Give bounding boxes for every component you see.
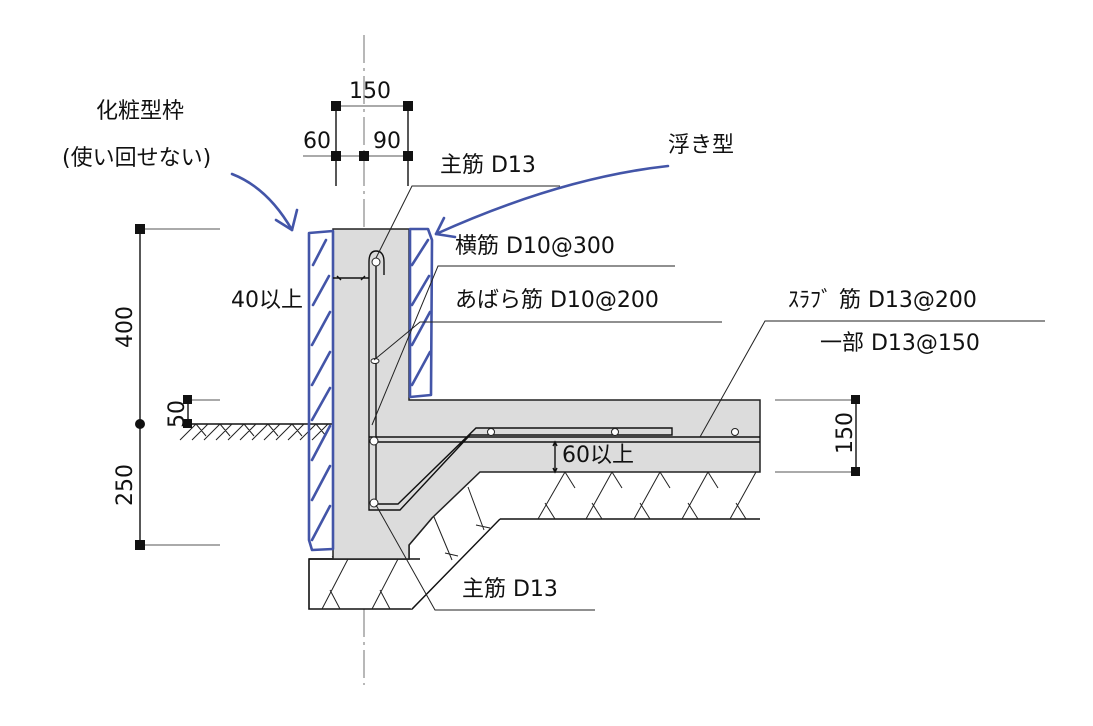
dim-slab-thickness: 150 xyxy=(833,412,858,454)
main-bar-top-label: 主筋 D13 xyxy=(440,153,536,178)
left-dimension-lines xyxy=(135,224,220,550)
main-bar-bottom-label: 主筋 D13 xyxy=(462,577,558,602)
dim-grade-offset: 50 xyxy=(165,400,190,428)
floating-form-hatch xyxy=(408,227,434,399)
slab-cover-label: 60以上 xyxy=(562,443,634,468)
dim-wall-right-part: 90 xyxy=(373,129,401,154)
floating-form-label: 浮き型 xyxy=(668,133,734,158)
decorative-formwork-label: 化粧型枠 xyxy=(96,99,184,124)
decorative-formwork-note: (使い回せない) xyxy=(62,146,211,171)
formwork-arrow xyxy=(230,172,299,232)
cover-dimension-marks xyxy=(333,275,558,474)
dim-wall-height-above: 400 xyxy=(113,306,138,348)
dim-depth-below: 250 xyxy=(113,464,138,506)
gravel-base-slab xyxy=(395,471,760,610)
right-dimension-lines xyxy=(775,395,860,476)
floating-form-arrow xyxy=(434,164,670,239)
rib-bar-label: あばら筋 D10@200 xyxy=(455,288,659,313)
leader-lines xyxy=(371,185,1045,611)
rebar-dot-corner xyxy=(369,436,379,446)
slab-bar-label: ｽﾗﾌﾞ 筋 D13@200 xyxy=(788,288,977,313)
rebar-dot-mid xyxy=(370,358,380,364)
horizontal-bar-label: 横筋 D10@300 xyxy=(455,234,615,259)
dim-wall-total-width: 150 xyxy=(349,79,391,104)
dim-wall-left-part: 60 xyxy=(303,129,331,154)
rebar-dot-slab-1 xyxy=(487,428,495,436)
decorative-formwork-hatch xyxy=(307,229,335,552)
top-dimension-lines xyxy=(303,101,413,186)
rebar-dot-top xyxy=(371,257,381,267)
rebar-cage xyxy=(368,250,760,511)
slab-bar-partial-label: 一部 D13@150 xyxy=(820,331,980,356)
wall-cover-label: 40以上 xyxy=(231,288,303,313)
rebar-dot-slab-2 xyxy=(611,428,619,436)
rebar-dot-slab-3 xyxy=(731,428,739,436)
